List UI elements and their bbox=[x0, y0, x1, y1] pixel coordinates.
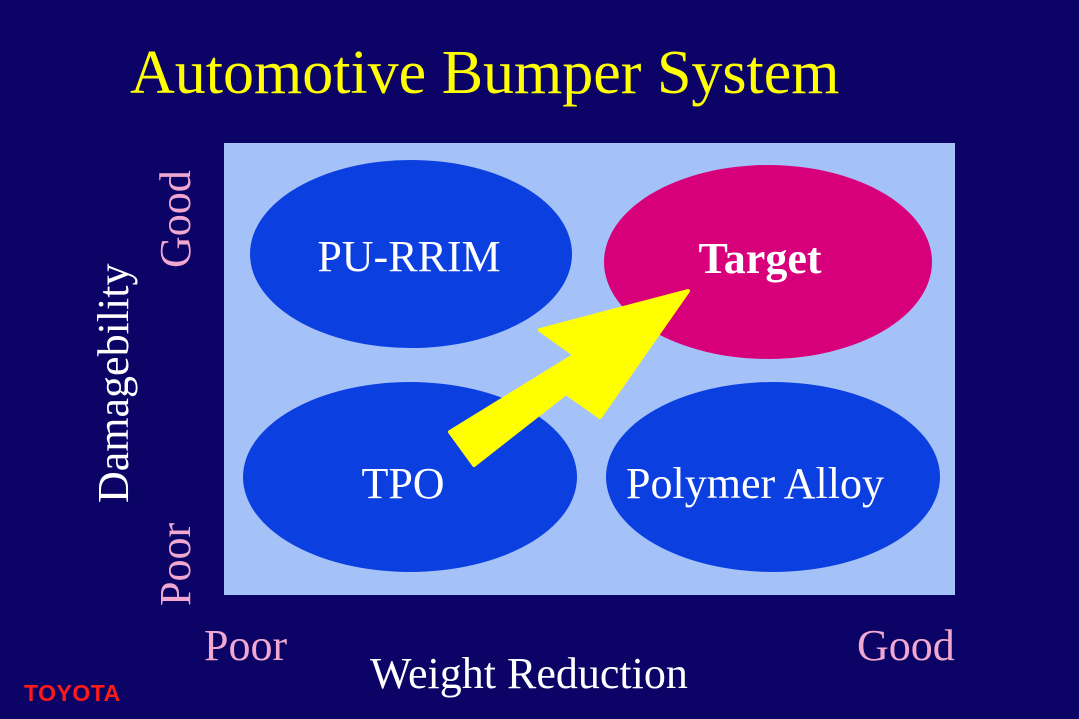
ellipse-pu-rrim bbox=[250, 160, 572, 348]
y-axis-title: Damagebility bbox=[89, 263, 138, 504]
ellipse-polymer-alloy bbox=[606, 382, 940, 572]
label-target: Target bbox=[698, 234, 822, 283]
x-axis-low-label: Poor bbox=[204, 621, 288, 670]
label-tpo: TPO bbox=[361, 459, 445, 508]
x-axis-high-label: Good bbox=[857, 621, 955, 670]
ellipse-target bbox=[604, 165, 932, 359]
label-pu-rrim: PU-RRIM bbox=[317, 232, 501, 281]
x-axis-title: Weight Reduction bbox=[370, 649, 688, 698]
y-axis-high-label: Good bbox=[151, 170, 200, 268]
toyota-logo: TOYOTA bbox=[24, 680, 121, 706]
improvement-arrow bbox=[448, 289, 690, 467]
y-axis-low-label: Poor bbox=[151, 522, 200, 606]
label-polymer-alloy: Polymer Alloy bbox=[626, 459, 884, 508]
slide-title: Automotive Bumper System bbox=[130, 39, 840, 107]
